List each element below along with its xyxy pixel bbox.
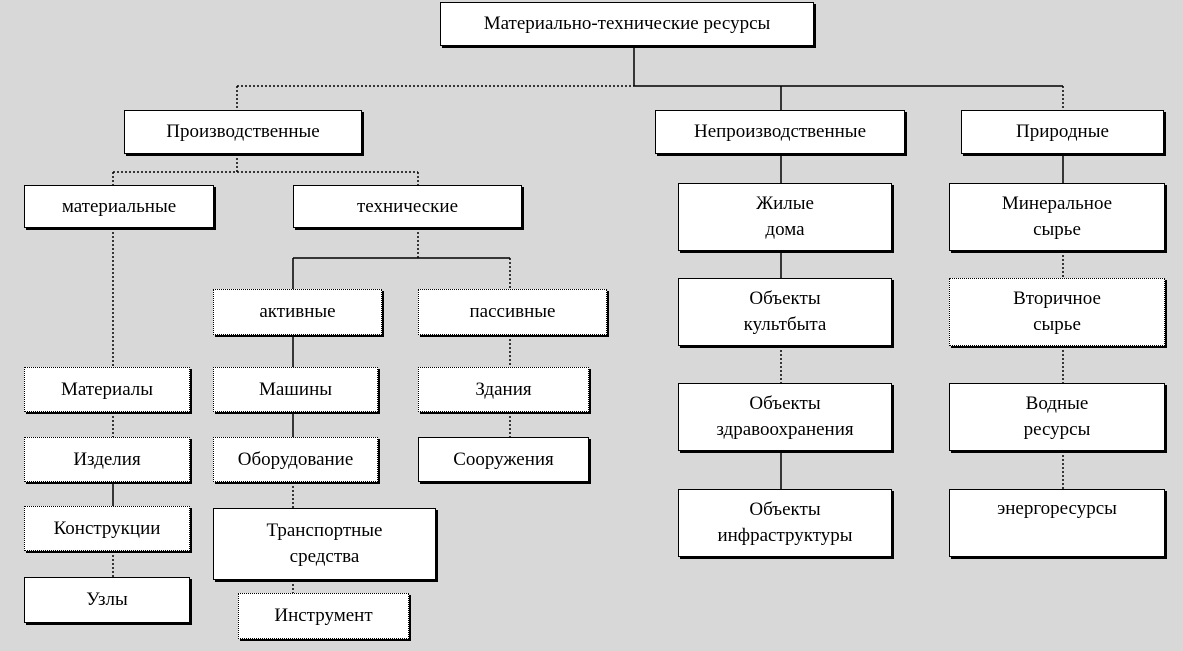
node-materials: Материалы [24, 367, 190, 412]
node-passive: пассивные [418, 289, 607, 335]
node-structures: Сооружения [418, 437, 589, 482]
node-mineral: Минеральное сырье [949, 183, 1165, 251]
node-buildings: Здания [418, 367, 589, 412]
node-production: Производственные [124, 110, 362, 154]
node-products: Изделия [24, 437, 190, 482]
node-infrastructure: Объекты инфраструктуры [678, 489, 892, 557]
node-technical: технические [293, 185, 522, 228]
node-material: материальные [24, 185, 214, 228]
node-culture: Объекты культбыта [678, 278, 892, 346]
node-energy: энергоресурсы [949, 489, 1165, 557]
node-material-technical-resources: Материально-технические ресурсы [440, 2, 814, 46]
node-units: Узлы [24, 577, 190, 623]
node-active: активные [213, 289, 382, 335]
node-health: Объекты здравоохранения [678, 383, 892, 451]
node-equipment: Оборудование [213, 437, 378, 482]
node-natural: Природные [961, 110, 1164, 154]
node-constructions: Конструкции [24, 506, 190, 551]
node-housing: Жилые дома [678, 183, 892, 251]
node-non-production: Непроизводственные [655, 110, 905, 154]
node-water: Водные ресурсы [949, 383, 1165, 451]
node-transport: Транспортные средства [213, 508, 436, 580]
node-machines: Машины [213, 367, 378, 412]
node-secondary: Вторичное сырье [949, 278, 1165, 346]
node-tools: Инструмент [238, 593, 409, 639]
